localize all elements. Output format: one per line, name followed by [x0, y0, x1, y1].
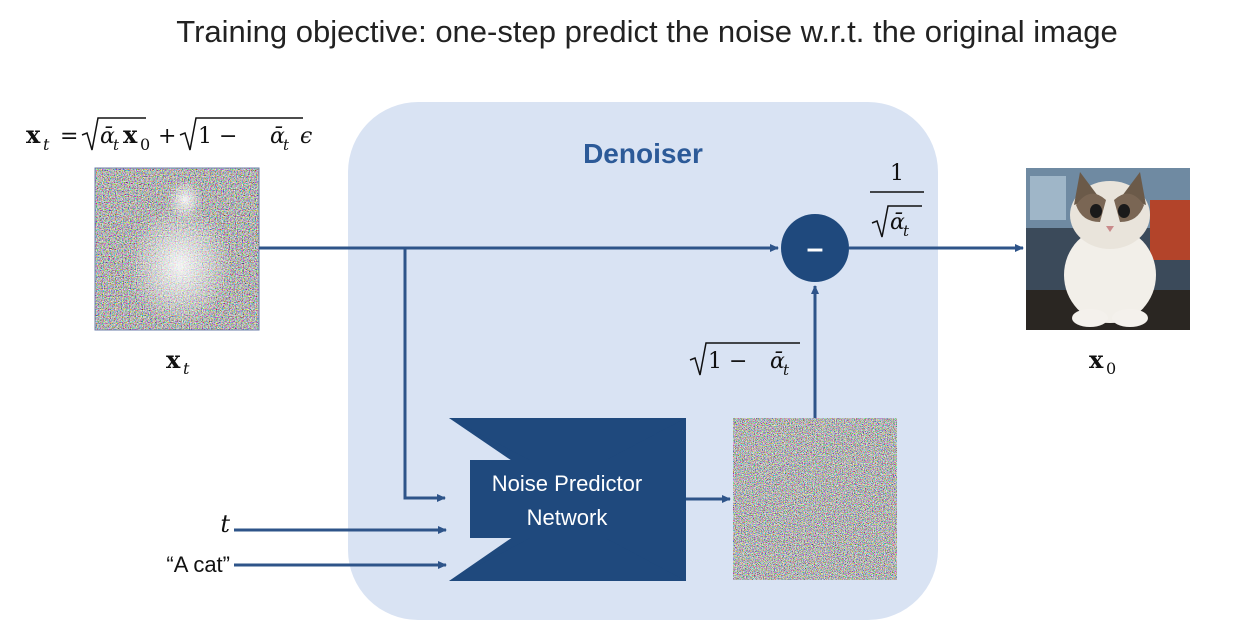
formula-xt-sub: t [43, 135, 50, 154]
formula-xt: 𝐱 [26, 120, 41, 149]
output-cat-image [1026, 168, 1190, 330]
formula-x0: 𝐱 [123, 120, 138, 149]
output-label: 𝐱 [1089, 345, 1104, 374]
output-scale-alpha-sub: t [903, 222, 910, 240]
text-prompt-label: “A cat” [166, 552, 230, 577]
input-label-sub: t [183, 359, 190, 378]
formula-x0-sub: 0 [140, 135, 150, 154]
formula-sqrt-sign [81, 117, 146, 151]
output-scale-sqrt-sign [871, 205, 922, 238]
predicted-noise-image [733, 418, 897, 580]
noise-scale-one-minus: 1 − [708, 349, 747, 374]
formula-plus: + [158, 124, 176, 149]
input-label: 𝐱 [166, 345, 181, 374]
formula-sqrt-sign-2 [179, 117, 303, 151]
formula-alpha-2-sub: t [283, 136, 290, 154]
output-scale-formula: 1 ᾱ t [870, 161, 924, 240]
noise-scale-alpha-sub: t [783, 361, 790, 379]
formula-one-minus: 1 − [198, 124, 237, 149]
output-scale-numerator: 1 [890, 161, 904, 186]
formula-equals: = [60, 124, 78, 149]
noise-scale-alpha: ᾱ [770, 349, 785, 374]
network-label-line1: Noise Predictor [492, 471, 642, 496]
formula-alpha-2: ᾱ [270, 124, 285, 149]
formula-alpha-sub: t [113, 136, 120, 154]
arrow-input-to-network [403, 248, 446, 502]
subtract-node [781, 214, 849, 282]
noise-scale-formula: 1 − ᾱ t [689, 342, 800, 379]
forward-formula: 𝐱 t = ᾱ t 𝐱 0 + 1 − ᾱ t ϵ [26, 117, 312, 154]
diagram-title: Training objective: one-step predict the… [176, 14, 1117, 49]
time-input-label: t [220, 510, 230, 538]
subtract-symbol: – [807, 232, 824, 265]
formula-alpha: ᾱ [100, 124, 115, 149]
network-label-line2: Network [527, 505, 609, 530]
output-label-sub: 0 [1106, 359, 1116, 378]
output-scale-alpha: ᾱ [890, 210, 905, 235]
denoiser-label: Denoiser [583, 138, 703, 169]
noisy-input-image [94, 167, 260, 331]
noise-scale-sqrt-sign [689, 342, 800, 376]
formula-epsilon: ϵ [300, 124, 312, 149]
